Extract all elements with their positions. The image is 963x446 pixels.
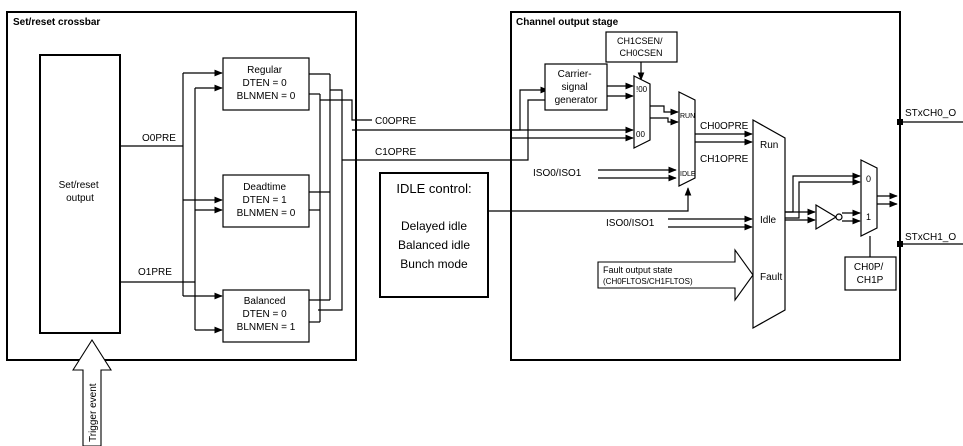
- csen-label: CH1CSEN/ CH0CSEN: [617, 36, 665, 58]
- fault-state-label-1: Fault output state: [603, 265, 673, 275]
- ch1-output-pin: [897, 241, 903, 247]
- csen-mux-top-label: !00: [636, 85, 648, 94]
- idle-control-item-balanced: Balanced idle: [398, 238, 470, 252]
- cross-link-b: [320, 99, 372, 121]
- idle-control-item-bunch: Bunch mode: [400, 257, 468, 271]
- regular-label: Regular DTEN = 0 BLNMEN = 0: [237, 65, 296, 102]
- run-idle-mux-idle-label: IDLE: [680, 171, 696, 178]
- output-stage-panel-title: Channel output stage: [516, 17, 619, 28]
- regular-block: [222, 57, 310, 111]
- carrier-generator-block: [544, 63, 608, 111]
- ch0-output-label: STxCH0_O: [905, 108, 956, 119]
- csen-block: [605, 31, 678, 63]
- main-mux-run-label: Run: [760, 140, 778, 151]
- setreset-output-label: Set/reset output: [59, 180, 102, 204]
- carrier-generator-label: Carrier- signal generator: [555, 69, 598, 106]
- csen-mux-bottom-label: 00: [636, 130, 645, 139]
- balanced-label: Balanced DTEN = 0 BLNMEN = 1: [237, 296, 296, 333]
- main-mux-idle-label: Idle: [760, 215, 777, 226]
- csen-mux-out-0: [650, 105, 679, 116]
- chp-block: [844, 256, 897, 291]
- c0opre-label: C0OPRE: [375, 116, 416, 127]
- idle-select-line: [512, 187, 692, 212]
- o1pre-label: O1PRE: [138, 267, 172, 278]
- deadtime-label: Deadtime DTEN = 1 BLNMEN = 0: [237, 182, 296, 219]
- idle-control-block: [379, 172, 489, 298]
- fault-state-label-2: (CH0FLTOS/CH1FLTOS): [603, 277, 693, 286]
- crossbar-panel-title: Set/reset crossbar: [13, 17, 100, 28]
- c1opre-label: C1OPRE: [375, 147, 416, 158]
- c1opre-to-carrier: [511, 99, 548, 161]
- deadtime-block: [222, 174, 310, 228]
- iso-a-label: ISO0/ISO1: [533, 168, 582, 179]
- ch1opre-label: CH1OPRE: [700, 154, 749, 165]
- iso-b-label: ISO0/ISO1: [606, 218, 655, 229]
- inverter-bubble: [835, 213, 843, 221]
- ch0opre-label: CH0OPRE: [700, 121, 749, 132]
- polarity-mux-0-label: 0: [866, 174, 871, 184]
- o0pre-label: O0PRE: [142, 133, 176, 144]
- ch0-output-pin: [897, 119, 903, 125]
- idle-control-title: IDLE control:: [396, 181, 471, 196]
- ch1-output-label: STxCH1_O: [905, 232, 956, 243]
- polarity-mux-1-label: 1: [866, 212, 871, 222]
- main-output-mux: [752, 118, 786, 330]
- main-mux-fault-label: Fault: [760, 272, 782, 283]
- inverter-icon: [815, 203, 838, 231]
- idle-control-item-delayed: Delayed idle: [401, 219, 467, 233]
- fault-state-arrow: [597, 248, 754, 302]
- csen-mux-out-1: [650, 117, 679, 126]
- setreset-output-block: [39, 54, 121, 334]
- balanced-block: [222, 289, 310, 343]
- csen-mux: [633, 75, 651, 149]
- polarity-mux: [860, 159, 878, 237]
- cross-link-a: [318, 89, 343, 311]
- trigger-label: Trigger event: [88, 383, 99, 442]
- main-out-to-pol0-2: [785, 178, 861, 219]
- chp-label: CH0P/ CH1P: [854, 262, 886, 286]
- run-idle-mux-run-label: RUN: [680, 113, 695, 120]
- run-idle-mux: [678, 91, 696, 187]
- trigger-arrow: [72, 338, 112, 446]
